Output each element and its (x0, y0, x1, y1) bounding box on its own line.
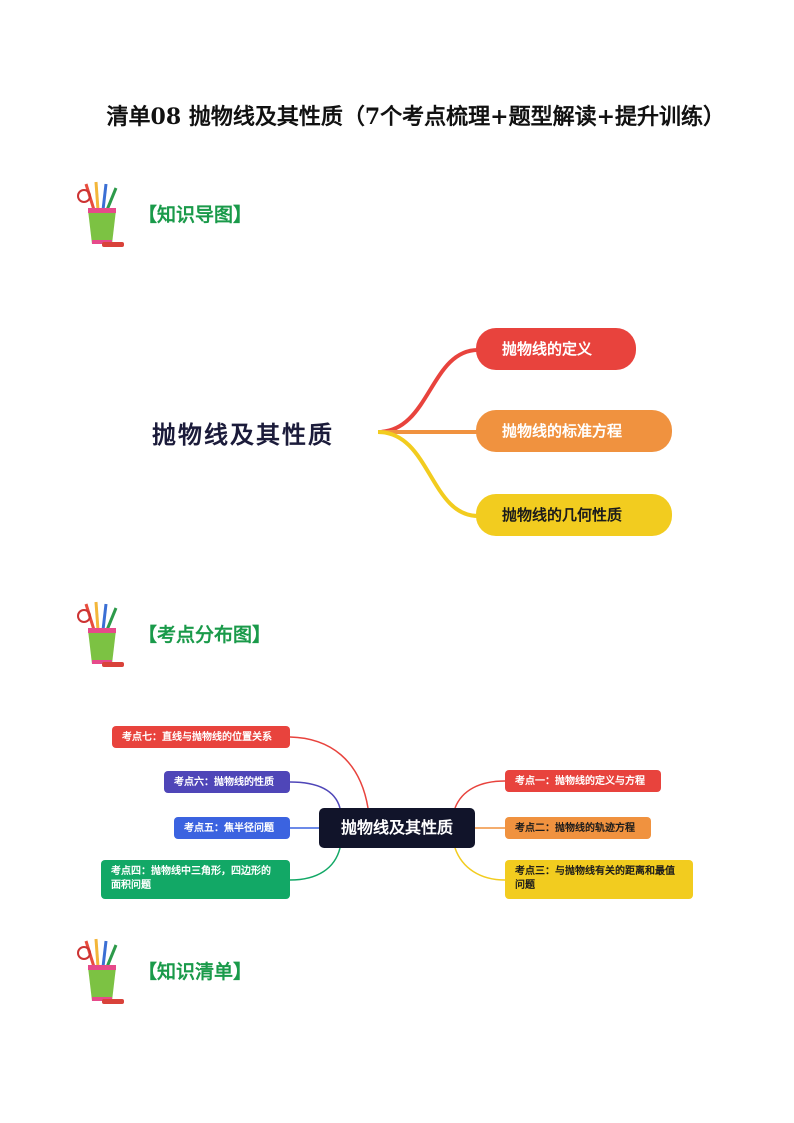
section-label: 【知识导图】 (138, 204, 253, 226)
section-point-map: 【考点分布图】 (76, 600, 376, 680)
point-tag: 考点一：抛物线的定义与方程 (505, 770, 661, 792)
point-tag: 考点三：与抛物线有关的距离和最值问题 (505, 860, 693, 899)
point-tag: 考点七：直线与抛物线的位置关系 (112, 726, 290, 748)
mindmap2-root: 抛物线及其性质 (319, 808, 475, 848)
mindmap1-root: 抛物线及其性质 (152, 421, 334, 449)
mindmap1-branch: 抛物线的几何性质 (476, 494, 672, 536)
section-knowledge-list: 【知识清单】 (76, 937, 376, 1017)
pencil-cup-icon (77, 601, 124, 667)
point-tag: 考点二：抛物线的轨迹方程 (505, 817, 651, 839)
section-knowledge-map: 【知识导图】 (76, 180, 376, 260)
page-title: 清单08 抛物线及其性质（7个考点梳理+题型解读+提升训练） (106, 104, 725, 130)
point-tag: 考点六：抛物线的性质 (164, 771, 290, 793)
section-label: 【考点分布图】 (138, 624, 272, 646)
pencil-cup-icon (77, 938, 124, 1004)
section-label: 【知识清单】 (138, 961, 253, 983)
mindmap1-branch: 抛物线的标准方程 (476, 410, 672, 452)
point-tag: 考点五：焦半径问题 (174, 817, 290, 839)
mindmap1-branch: 抛物线的定义 (476, 328, 636, 370)
point-tag: 考点四：抛物线中三角形，四边形的面积问题 (101, 860, 290, 899)
pencil-cup-icon (77, 181, 124, 247)
